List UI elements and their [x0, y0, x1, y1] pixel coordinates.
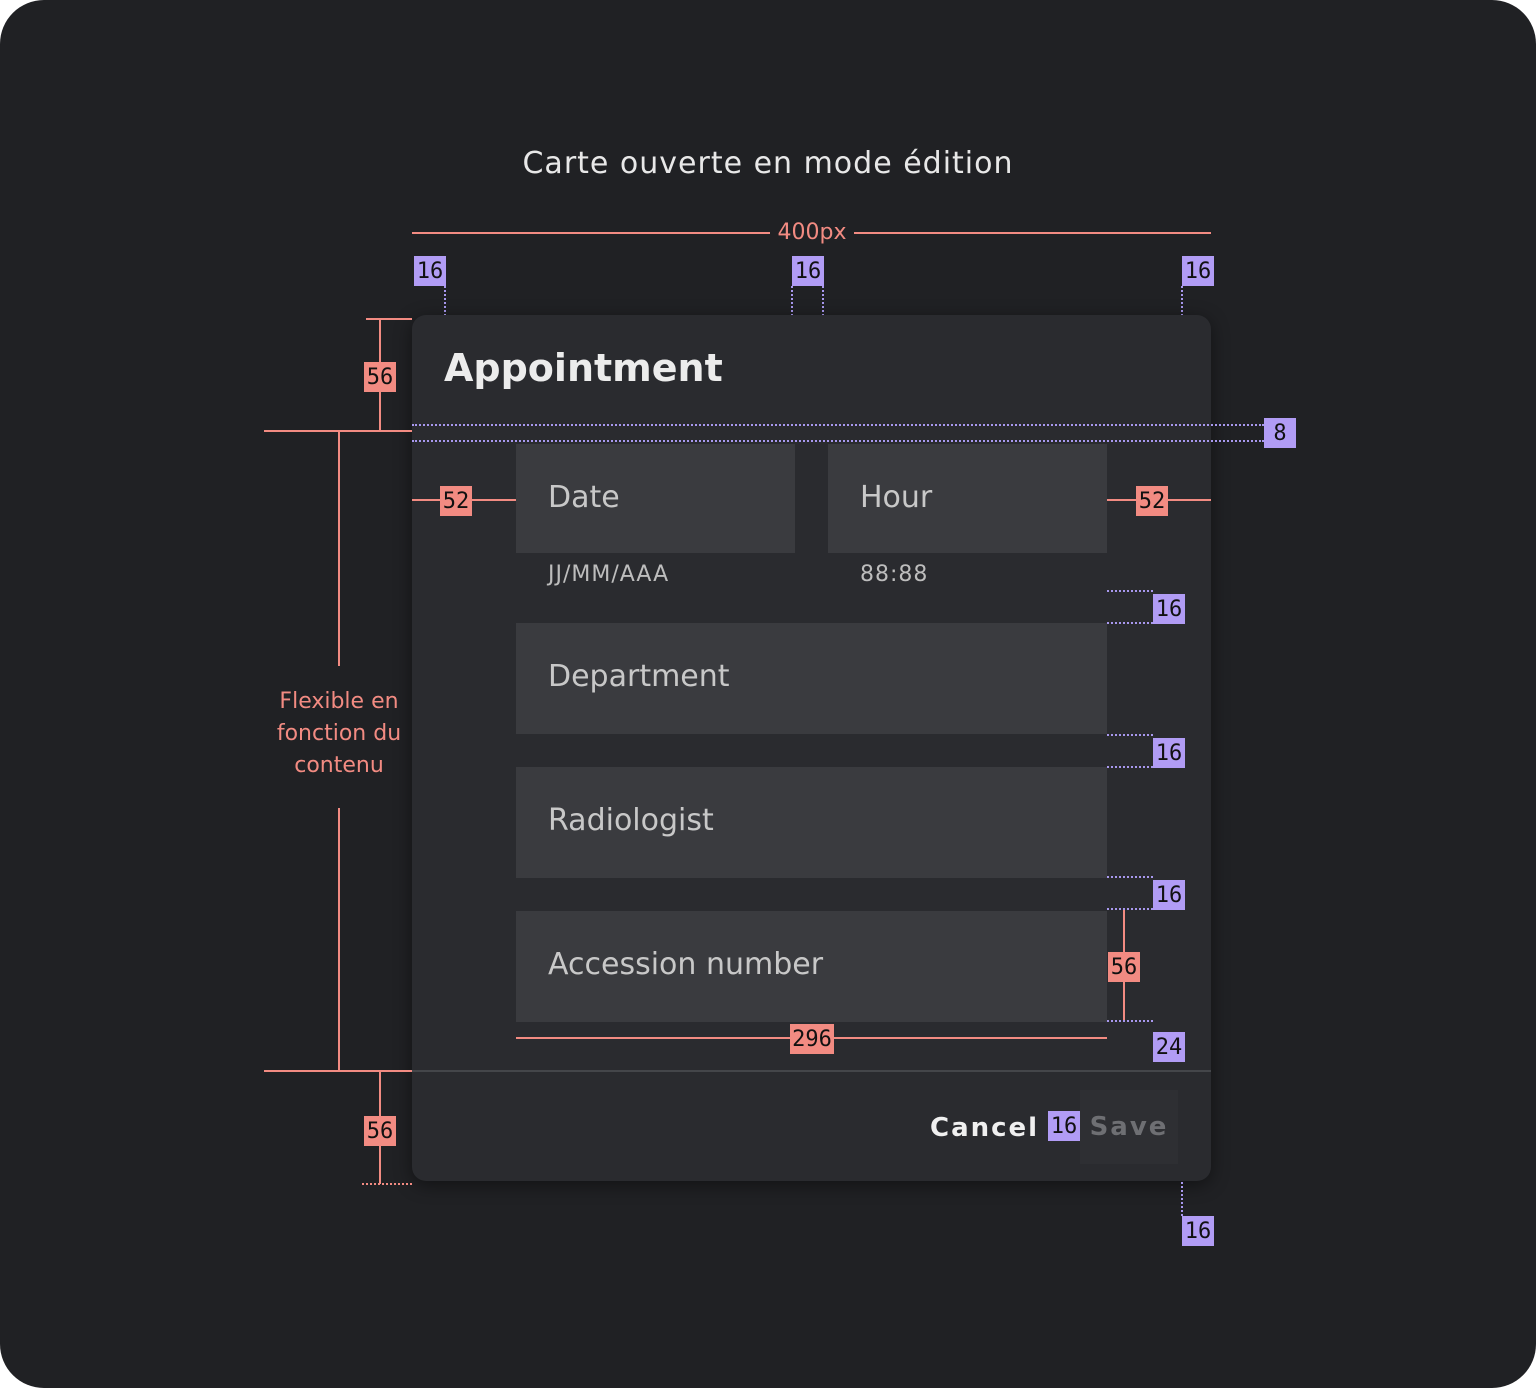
date-field[interactable]: Date — [516, 444, 795, 553]
footer-height-bottom-guide — [362, 1183, 412, 1185]
header-height-top-tick — [366, 318, 412, 320]
date-helper-text: JJ/MM/AAA — [548, 562, 670, 587]
header-gap-guide-top — [412, 424, 1264, 426]
gap-guide-3-top — [1107, 876, 1153, 878]
gap-guide-4-top — [1107, 1020, 1153, 1022]
bottom-right-spacing-badge: 16 — [1182, 1216, 1214, 1246]
spacing-badge-right: 16 — [1182, 256, 1214, 286]
hour-field-label: Hour — [860, 480, 933, 515]
accession-number-field-label: Accession number — [548, 947, 824, 982]
bottom-gap-badge: 24 — [1153, 1032, 1185, 1062]
button-gap-badge: 16 — [1048, 1111, 1080, 1141]
department-field[interactable]: Department — [516, 623, 1107, 734]
spacing-badge-left: 16 — [414, 256, 446, 286]
spacing-guide-middle-a — [791, 286, 793, 316]
content-height-line-top — [338, 430, 340, 666]
footer-height-badge: 56 — [364, 1116, 396, 1146]
width-dimension-label: 400px — [770, 220, 854, 245]
gap-guide-1-bottom — [1107, 622, 1153, 624]
spacing-guide-left — [444, 286, 446, 316]
flexible-content-label: Flexible en fonction du contenu — [264, 686, 414, 782]
gap-badge-1: 16 — [1153, 594, 1185, 624]
save-button[interactable]: Save — [1080, 1090, 1178, 1164]
header-gap-badge: 8 — [1264, 418, 1296, 448]
department-field-label: Department — [548, 659, 730, 694]
gap-guide-2-bottom — [1107, 766, 1153, 768]
gap-guide-3-bottom — [1107, 908, 1153, 910]
content-bottom-tick — [264, 1070, 412, 1072]
field-width-badge: 296 — [790, 1024, 834, 1054]
field-height-badge: 56 — [1108, 952, 1140, 982]
spacing-badge-middle: 16 — [792, 256, 824, 286]
actions-divider — [412, 1070, 1211, 1072]
gap-badge-3: 16 — [1153, 880, 1185, 910]
spacing-guide-right — [1181, 286, 1183, 316]
hour-helper-text: 88:88 — [860, 562, 929, 587]
card-title: Appointment — [444, 346, 723, 390]
radiologist-field[interactable]: Radiologist — [516, 767, 1107, 878]
accession-number-field[interactable]: Accession number — [516, 911, 1107, 1022]
cancel-button[interactable]: Cancel — [930, 1106, 1039, 1150]
flexible-content-label-line-1: Flexible en — [279, 689, 399, 714]
date-field-label: Date — [548, 480, 620, 515]
left-margin-badge: 52 — [440, 486, 472, 516]
right-margin-badge: 52 — [1136, 486, 1168, 516]
radiologist-field-label: Radiologist — [548, 803, 714, 838]
flexible-content-label-line-3: contenu — [294, 753, 384, 778]
gap-guide-2-top — [1107, 734, 1153, 736]
header-height-badge: 56 — [364, 362, 396, 392]
page-title: Carte ouverte en mode édition — [522, 146, 1014, 181]
gap-badge-2: 16 — [1153, 738, 1185, 768]
flexible-content-label-line-2: fonction du — [276, 721, 402, 746]
hour-field[interactable]: Hour — [828, 444, 1107, 553]
content-height-line-bottom — [338, 808, 340, 1072]
gap-guide-1-top — [1107, 590, 1153, 592]
bottom-right-spacing-guide — [1181, 1182, 1183, 1216]
header-gap-guide-bottom — [412, 440, 1264, 442]
spacing-guide-middle-b — [822, 286, 824, 316]
